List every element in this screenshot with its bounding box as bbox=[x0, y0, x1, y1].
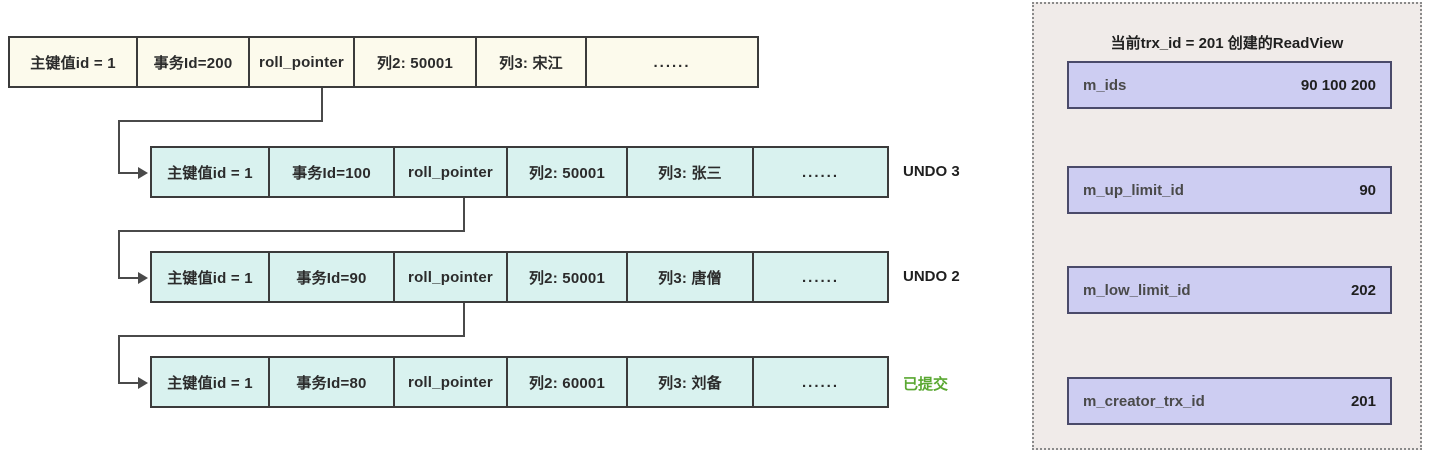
arrow-head-icon bbox=[138, 377, 148, 389]
cell-roll-pointer: roll_pointer bbox=[250, 38, 355, 86]
cell-more: ...... bbox=[754, 358, 887, 406]
readview-field-value: 201 bbox=[1350, 392, 1376, 410]
cell-column-3: 列3: 刘备 bbox=[628, 358, 754, 406]
connector-segment bbox=[321, 88, 323, 120]
cell-more: ...... bbox=[754, 253, 887, 301]
cell-more: ...... bbox=[754, 148, 887, 196]
cell-roll-pointer: roll_pointer bbox=[395, 148, 508, 196]
connector-segment bbox=[118, 230, 120, 277]
readview-field-value: 90 bbox=[1359, 181, 1376, 199]
connector-segment bbox=[118, 335, 465, 337]
cell-trx-id: 事务Id=200 bbox=[138, 38, 250, 86]
readview-field-m-low-limit-id: m_low_limit_id 202 bbox=[1067, 266, 1392, 314]
cell-column-3: 列3: 张三 bbox=[628, 148, 754, 196]
cell-primary-key: 主键值id = 1 bbox=[152, 148, 270, 196]
cell-roll-pointer: roll_pointer bbox=[395, 253, 508, 301]
arrow-head-icon bbox=[138, 167, 148, 179]
readview-title: 当前trx_id = 201 创建的ReadView bbox=[1110, 35, 1344, 52]
cell-trx-id: 事务Id=100 bbox=[270, 148, 395, 196]
connector-segment bbox=[118, 172, 138, 174]
cell-roll-pointer: roll_pointer bbox=[395, 358, 508, 406]
readview-field-m-creator-trx-id: m_creator_trx_id 201 bbox=[1067, 377, 1392, 425]
readview-field-key: m_ids bbox=[1083, 76, 1127, 94]
cell-trx-id: 事务Id=80 bbox=[270, 358, 395, 406]
readview-field-key: m_up_limit_id bbox=[1083, 181, 1184, 199]
connector-segment bbox=[118, 230, 465, 232]
cell-column-3: 列3: 宋江 bbox=[477, 38, 587, 86]
readview-field-key: m_low_limit_id bbox=[1083, 281, 1191, 299]
cell-trx-id: 事务Id=90 bbox=[270, 253, 395, 301]
readview-field-value: 90 100 200 bbox=[1300, 76, 1376, 94]
cell-column-3: 列3: 唐僧 bbox=[628, 253, 754, 301]
readview-field-m-ids: m_ids 90 100 200 bbox=[1067, 61, 1392, 109]
connector-segment bbox=[463, 198, 465, 230]
arrow-head-icon bbox=[138, 272, 148, 284]
connector-segment bbox=[118, 120, 120, 172]
cell-column-2: 列2: 60001 bbox=[508, 358, 628, 406]
cell-primary-key: 主键值id = 1 bbox=[10, 38, 138, 86]
connector-segment bbox=[118, 277, 138, 279]
cell-primary-key: 主键值id = 1 bbox=[152, 358, 270, 406]
connector-segment bbox=[118, 382, 138, 384]
status-badge-committed: 已提交 bbox=[903, 376, 949, 393]
connector-segment bbox=[463, 303, 465, 335]
connector-segment bbox=[118, 120, 323, 122]
readview-field-key: m_creator_trx_id bbox=[1083, 392, 1205, 410]
readview-field-m-up-limit-id: m_up_limit_id 90 bbox=[1067, 166, 1392, 214]
cell-primary-key: 主键值id = 1 bbox=[152, 253, 270, 301]
undo-label: UNDO 3 bbox=[903, 163, 960, 180]
readview-panel: 当前trx_id = 201 创建的ReadView m_ids 90 100 2… bbox=[1032, 2, 1422, 450]
cell-column-2: 列2: 50001 bbox=[508, 148, 628, 196]
readview-field-value: 202 bbox=[1350, 281, 1376, 299]
cell-column-2: 列2: 50001 bbox=[508, 253, 628, 301]
cell-column-2: 列2: 50001 bbox=[355, 38, 477, 86]
cell-more: ...... bbox=[587, 38, 757, 86]
connector-segment bbox=[118, 335, 120, 382]
undo-label: UNDO 2 bbox=[903, 268, 960, 285]
